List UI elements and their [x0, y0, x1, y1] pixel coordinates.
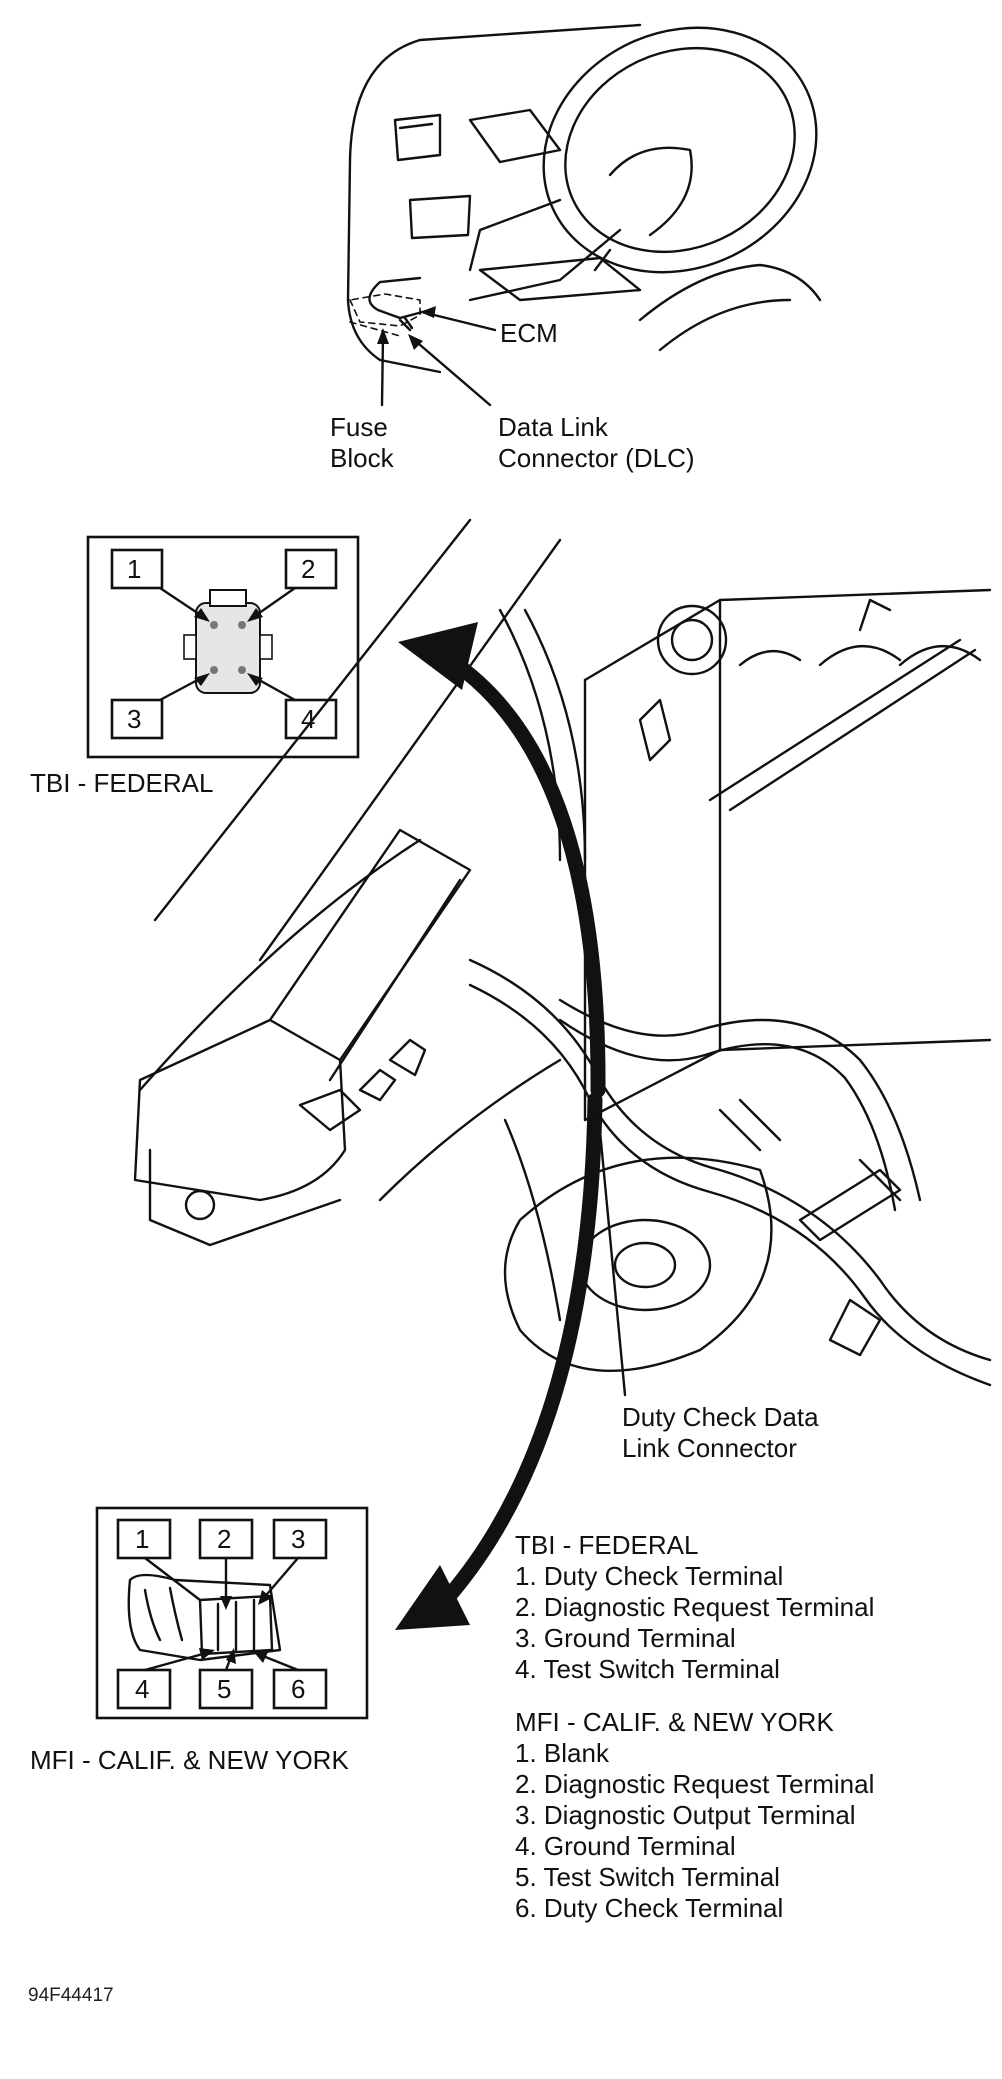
- fuse-block-label-line2: Block: [330, 443, 394, 473]
- duty-check-label-line1: Duty Check Data: [622, 1402, 819, 1432]
- legend-mfi-item: 3. Diagnostic Output Terminal: [515, 1800, 856, 1830]
- engine-bay-illustration: [133, 518, 992, 1387]
- legend-tbi-item: 4. Test Switch Terminal: [515, 1654, 780, 1684]
- mfi-inset-frame: [95, 1506, 369, 1720]
- tbi-pin-2: 2: [301, 554, 316, 584]
- legend-tbi-item: 1. Duty Check Terminal: [515, 1561, 784, 1591]
- mfi-pin-1: 1: [135, 1524, 150, 1554]
- mfi-pin-2: 2: [217, 1524, 232, 1554]
- tbi-pin-3-box: [110, 698, 164, 740]
- legend-mfi-item: 2. Diagnostic Request Terminal: [515, 1769, 875, 1799]
- tbi-pin-4-box: [284, 698, 338, 740]
- legend-mfi-item: 4. Ground Terminal: [515, 1831, 736, 1861]
- ecm-label: ECM: [500, 318, 558, 348]
- figure-code: 94F44417: [28, 1985, 114, 2006]
- dashboard-illustration: [346, 23, 822, 374]
- tbi-pin-1-box: [110, 548, 164, 590]
- dlc-label-line1: Data Link: [498, 412, 608, 442]
- mfi-pin-6-box: [272, 1668, 328, 1710]
- legend-tbi-item: 2. Diagnostic Request Terminal: [515, 1592, 875, 1622]
- tbi-inset-caption: TBI - FEDERAL: [30, 768, 214, 798]
- mfi-pin-5: 5: [217, 1674, 232, 1704]
- mfi-inset-caption: MFI - CALIF. & NEW YORK: [30, 1745, 349, 1775]
- legend-tbi-title: TBI - FEDERAL: [515, 1530, 699, 1560]
- legend-mfi-item: 1. Blank: [515, 1738, 609, 1768]
- tbi-pin-1: 1: [127, 554, 142, 584]
- tbi-pin-3: 3: [127, 704, 142, 734]
- duty-check-label-line2: Link Connector: [622, 1433, 797, 1463]
- legend-tbi-item: 3. Ground Terminal: [515, 1623, 736, 1653]
- dlc-label-line2: Connector (DLC): [498, 443, 695, 473]
- legend-mfi-item: 6. Duty Check Terminal: [515, 1893, 784, 1923]
- mfi-pin-3-box: [272, 1518, 328, 1560]
- tbi-pin-2-box: [284, 548, 338, 590]
- legend-mfi-item: 5. Test Switch Terminal: [515, 1862, 780, 1892]
- legend-mfi-title: MFI - CALIF. & NEW YORK: [515, 1707, 834, 1737]
- fuse-block-label-line1: Fuse: [330, 412, 388, 442]
- terminal-legend: TBI - FEDERAL 1. Duty Check Terminal 2. …: [515, 1530, 874, 1924]
- mfi-pin-3: 3: [291, 1524, 306, 1554]
- mfi-pin-6: 6: [291, 1674, 306, 1704]
- mfi-pin-4: 4: [135, 1674, 150, 1704]
- tbi-pin-4: 4: [301, 704, 316, 734]
